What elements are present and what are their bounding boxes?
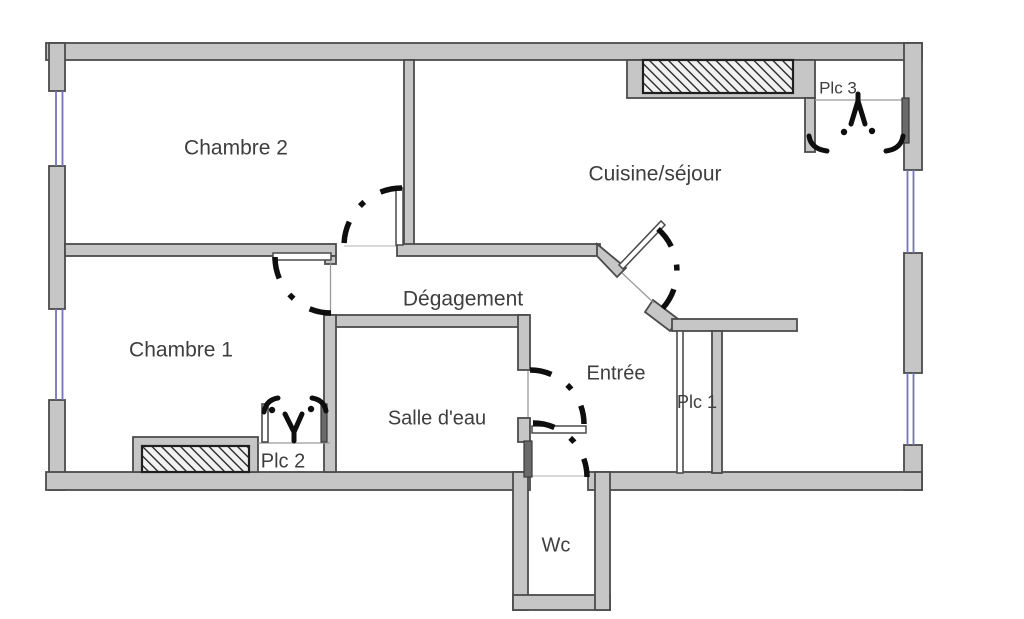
- wall-exterior-bottom-left: [45, 471, 531, 491]
- exterior-walls: [45, 42, 923, 611]
- door-panel-salle-deau: [531, 425, 587, 434]
- door-panel-chambre2: [395, 187, 404, 246]
- room-label-plc2: Plc 2: [261, 450, 305, 472]
- wall-salle-deau-right-upper: [517, 314, 531, 371]
- bifold-dot-plc2-right: [307, 405, 315, 413]
- wall-diagonal-cuisine-upper: [596, 242, 628, 279]
- wall-entree-top: [671, 318, 798, 332]
- bifold-symbol-plc2: [282, 411, 305, 444]
- wall-exterior-top: [45, 42, 923, 61]
- door-arc-chambre2: [341, 185, 403, 247]
- bifold-curl-plc3-right: [883, 133, 906, 154]
- wall-exterior-left-upper: [48, 42, 66, 92]
- bifold-dot-plc3-left: [840, 128, 848, 136]
- room-label-salle-deau: Salle d'eau: [388, 407, 486, 429]
- door-arc-wc: [532, 420, 590, 478]
- wall-wc-right: [594, 471, 611, 611]
- wall-salle-deau-right-stub: [517, 417, 531, 443]
- room-label-cuisine-sejour: Cuisine/séjour: [588, 163, 721, 186]
- room-label-plc3: Plc 3: [819, 78, 857, 97]
- door-panel-cuisine: [617, 219, 667, 271]
- door-panel-wc: [523, 440, 533, 478]
- room-label-chambre2: Chambre 2: [184, 137, 288, 160]
- room-label-chambre1: Chambre 1: [129, 339, 233, 362]
- closet-jamb-plc3: [901, 97, 910, 144]
- wall-plc1-left-thin: [676, 330, 684, 474]
- wall-exterior-right-middle: [903, 252, 923, 374]
- hatched-storage-areas: [140, 58, 795, 474]
- door-swing-arcs: [272, 185, 680, 478]
- room-label-entree: Entrée: [587, 362, 646, 384]
- door-arc-chambre1: [272, 256, 332, 316]
- room-labels: Chambre 2 Cuisine/séjour Plc 3 Dégagemen…: [129, 78, 857, 556]
- bifold-curl-plc3-left: [806, 133, 830, 154]
- bifold-curl-plc2-left: [261, 395, 281, 415]
- wall-exterior-bottom-right: [587, 471, 923, 491]
- wall-diagonal-cuisine-lower: [643, 298, 680, 333]
- wall-chambre2-cuisine: [403, 59, 415, 247]
- opening-line-cuisine: [621, 272, 655, 304]
- wall-plc3-left: [804, 97, 816, 153]
- room-label-wc: Wc: [542, 534, 571, 556]
- room-label-plc1: Plc 1: [677, 392, 717, 412]
- wall-degagement-top: [396, 243, 601, 257]
- hatched-storage-cuisine: [641, 58, 795, 95]
- bifold-dot-plc2-left: [268, 406, 276, 414]
- bifold-symbol-plc3: [848, 91, 868, 127]
- wall-chambre2-bottom: [64, 243, 337, 257]
- windows: [55, 91, 915, 445]
- door-arc-cuisine: [656, 226, 680, 315]
- wall-plc1-right: [711, 330, 723, 474]
- door-panel-chambre1: [272, 252, 332, 261]
- bifold-curl-plc2-right: [309, 395, 329, 414]
- bifold-dot-plc3-right: [868, 127, 876, 135]
- door-arc-salle-deau: [529, 367, 587, 425]
- wall-salle-deau-left: [323, 314, 337, 473]
- room-label-degagement: Dégagement: [403, 288, 523, 311]
- wall-salle-deau-top: [329, 314, 529, 328]
- wall-exterior-left-middle: [48, 165, 66, 310]
- hatched-storage-chambre1: [140, 444, 251, 474]
- wall-wc-left: [512, 471, 529, 611]
- closet-door-symbols: [261, 91, 906, 444]
